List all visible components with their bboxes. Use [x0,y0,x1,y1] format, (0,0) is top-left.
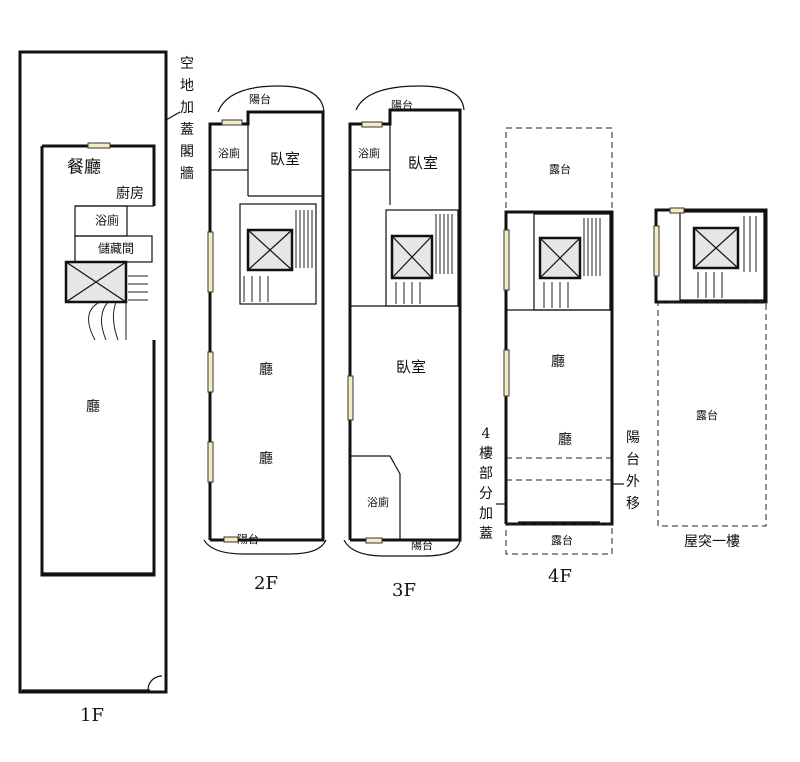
2f-front-balcony-arc [217,85,325,113]
floor-1f: 餐廳 廚房 浴廁 儲藏間 廳 1F 空地加蓋閣牆 [18,50,194,726]
roof-floor-label: 屋突一樓 [684,534,740,550]
2f-window-top [221,119,243,126]
4f-right-note: 陽台外移 [626,430,640,512]
1f-stair-treads [128,275,148,301]
1f-dining-label: 餐廳 [67,158,101,178]
1f-inner-wall [40,146,156,577]
4f-window-left-2 [503,349,510,397]
floor-2f: 陽台 浴廁 臥室 廳 廳 陽台 2F [203,85,327,594]
2f-window-bottom [223,536,239,543]
roof-terrace-outline [657,301,767,527]
2f-stair-box [239,203,317,305]
2f-window-left-2 [207,351,214,393]
1f-top-inner-wall [42,144,156,206]
3f-window-left [347,375,354,421]
3f-rear-balcony-arc [343,539,461,557]
floor-3f: 陽台 浴廁 臥室 臥室 浴廁 陽台 3F [343,85,465,601]
2f-floor-label: 2F [254,573,278,594]
2f-living-label-2: 廳 [259,450,273,467]
1f-outer-wall [18,50,168,694]
roof-window-left [653,225,660,277]
1f-door-swing [147,675,163,691]
1f-note-leader [165,111,181,121]
roof-shaft-cross-b [693,227,739,269]
roof-stair-box [679,211,765,301]
2f-window-left-3 [207,441,214,483]
svg-text:空地加蓋閣牆: 空地加蓋閣牆 [180,56,194,182]
4f-stair-treads [543,218,601,308]
4f-bottom-terrace-outline [505,523,613,555]
roof-window-top [669,207,685,214]
4f-shaft-cross-b [539,237,581,279]
3f-window-bottom [365,537,383,544]
1f-spiral-stair [88,301,127,341]
3f-stair-treads [395,214,453,304]
floor-roof: 露台 屋突一樓 [653,207,768,550]
2f-stair-treads [243,210,313,302]
1f-storage-label: 儲藏間 [98,242,134,256]
2f-living-label-1: 廳 [259,361,273,378]
3f-rear-balcony-label: 陽台 [411,538,433,552]
2f-rear-balcony-label: 陽台 [237,532,259,546]
roof-stair-treads [697,216,757,298]
3f-bath-bottom-label: 浴廁 [367,495,389,509]
2f-bath-label: 浴廁 [218,146,240,160]
3f-bedroom-main-label: 臥室 [396,358,426,376]
2f-bedroom-label: 臥室 [270,150,300,168]
2f-front-balcony-label: 陽台 [249,92,271,106]
1f-living-label: 廳 [86,398,100,415]
1f-kitchen-label: 廚房 [116,185,144,202]
3f-front-balcony-label: 陽台 [391,98,413,112]
1f-window-top [87,142,111,149]
2f-outer-wall-a [208,110,325,540]
3f-floor-label: 3F [392,580,416,601]
2f-window-left-1 [207,231,214,293]
4f-bottom-terrace-label: 露台 [551,533,573,547]
roof-terrace-label: 露台 [696,408,718,422]
1f-floor-label: 1F [80,705,104,726]
3f-shaft-cross-b [391,235,433,279]
3f-window-top [361,121,383,128]
3f-front-balcony-arc [355,85,465,111]
2f-rear-balcony-arc [203,539,327,555]
1f-bath-label: 浴廁 [95,213,119,228]
3f-bath-wall-bottom [350,455,401,540]
2f-shaft-cross-b [247,229,293,271]
4f-floor-label: 4F [548,566,572,587]
4f-top-terrace-label: 露台 [549,162,571,176]
4f-window-left-1 [503,229,510,291]
1f-shaft-cross-b [65,261,127,303]
1f-annex-note: 空地加蓋閣牆 [180,56,194,182]
svg-text:陽台外移: 陽台外移 [626,430,640,512]
3f-bath-top-label: 浴廁 [358,146,380,160]
2f-outer-wall-b [210,197,325,542]
4f-living-label-2: 廳 [558,431,572,448]
3f-bedroom-top-label: 臥室 [408,154,438,172]
3f-outer-wall [348,108,462,542]
4f-living-label-1: 廳 [551,353,565,370]
